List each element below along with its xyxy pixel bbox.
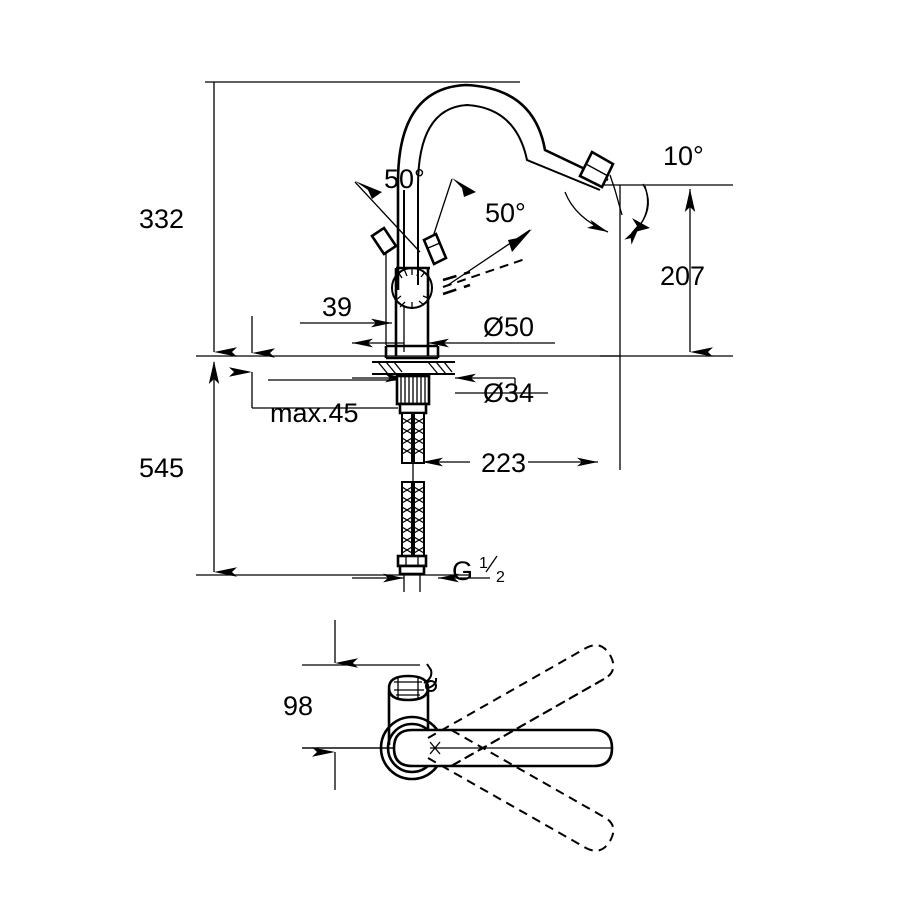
dimension-label-332: 332 [139, 204, 184, 234]
arrowhead-50deg-right [508, 229, 532, 252]
fixing-nut-knurled [395, 374, 431, 415]
escutcheon-base [372, 344, 455, 375]
arrowhead-50deg-top [452, 178, 476, 197]
hose-end-fittings [396, 554, 428, 576]
arrowhead-545-top [208, 361, 220, 384]
arrowhead-207-top [684, 189, 696, 212]
leader-line-50deg-left [354, 181, 421, 253]
aerator-axis-line [609, 174, 623, 216]
braided-hose-lower [401, 481, 425, 557]
plan-view-lever-swivel: 98 [283, 620, 615, 852]
lever-handle-dashed-right [442, 257, 529, 296]
dimension-label-g12-numerator: 1 [479, 555, 488, 572]
arrowhead-10deg-right [631, 218, 650, 233]
faucet-body [391, 190, 433, 356]
plan-handle-dashed-upper [427, 644, 615, 770]
dimension-label-max45: max.45 [270, 398, 359, 428]
dimension-label-50deg-right: 50° [485, 198, 526, 228]
lever-handle-dashed-left [370, 226, 398, 256]
front-elevation-view: 332 545 max.45 39 Ø50 Ø34 223 [139, 81, 733, 592]
arc-10deg-left [564, 191, 609, 233]
aerator-detail [578, 150, 615, 189]
dimension-label-223: 223 [481, 448, 526, 478]
lever-handle-solid [422, 232, 448, 266]
braided-hose-upper [401, 412, 425, 464]
dimension-label-207: 207 [660, 261, 705, 291]
dimension-label-98: 98 [283, 691, 313, 721]
arc-10deg-right [624, 185, 649, 245]
plan-body-outline [387, 663, 438, 745]
dimension-label-545: 545 [139, 453, 184, 483]
fraction-bar-g12 [485, 555, 498, 573]
dimension-label-10deg: 10° [663, 141, 704, 171]
dimension-label-d50: Ø50 [483, 312, 534, 342]
spout-inner-profile [417, 103, 601, 285]
plan-handle-solid [392, 728, 614, 768]
spout-outer-profile [396, 83, 609, 290]
dimension-label-g12-letter: G [452, 556, 473, 586]
dimension-label-d34: Ø34 [483, 378, 534, 408]
dimension-label-39: 39 [322, 292, 352, 322]
dimension-label-g12-denominator: 2 [496, 569, 505, 586]
plan-handle-dashed-lower [427, 726, 615, 852]
arrowhead-50deg-left [355, 181, 382, 199]
